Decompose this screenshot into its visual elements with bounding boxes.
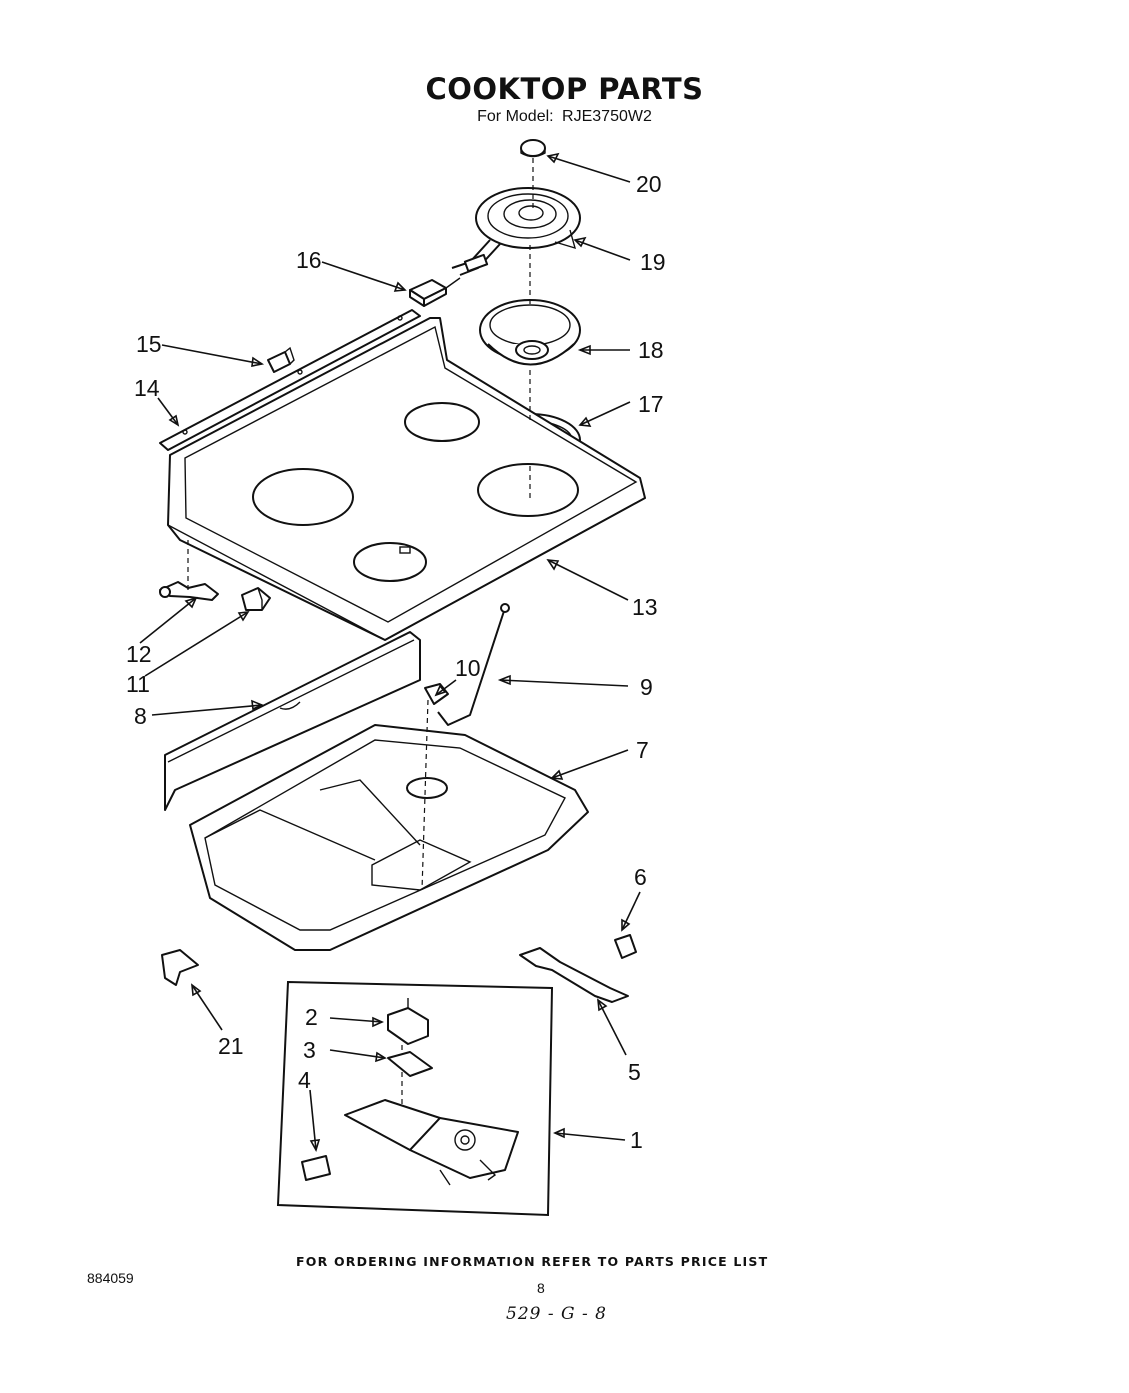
part-6-clip xyxy=(614,934,637,959)
part-8-panel xyxy=(164,631,421,811)
callout-20: 20 xyxy=(636,171,662,197)
callout-18: 18 xyxy=(638,337,664,363)
part-9-rod xyxy=(437,603,510,726)
callout-5: 5 xyxy=(628,1059,641,1085)
callout-14: 14 xyxy=(134,375,160,401)
callout-8: 8 xyxy=(134,703,147,729)
part-5-bracket xyxy=(519,947,629,1003)
callout-11: 11 xyxy=(126,671,150,697)
callout-12: 12 xyxy=(126,641,152,667)
callout-3: 3 xyxy=(303,1037,316,1063)
part-7-burner-box xyxy=(189,724,589,951)
leader-lines xyxy=(139,152,641,1153)
callout-1: 1 xyxy=(630,1127,643,1153)
part-16-terminal-block xyxy=(409,277,461,307)
part-15-clip xyxy=(267,346,295,373)
callout-17: 17 xyxy=(638,391,664,417)
part-2-switch xyxy=(387,998,429,1045)
callout-6: 6 xyxy=(634,864,647,890)
page-title: COOKTOP PARTS xyxy=(425,72,704,106)
callout-21: 21 xyxy=(218,1033,244,1059)
callout-4: 4 xyxy=(298,1067,311,1093)
part-14-rear-trim xyxy=(159,309,421,451)
part-18-drip-bowl xyxy=(479,299,581,366)
model-line: For Model: RJE3750W2 xyxy=(0,108,1129,126)
part-11-bracket xyxy=(241,587,271,611)
alignment-lines xyxy=(187,158,534,1115)
part-12-connector xyxy=(159,581,219,601)
part-21-bracket xyxy=(161,949,199,986)
ordering-note: FOR ORDERING INFORMATION REFER TO PARTS … xyxy=(296,1254,769,1269)
model-number: RJE3750W2 xyxy=(562,108,652,125)
handwritten-code: 529 - G - 8 xyxy=(506,1304,607,1324)
model-prefix: For Model: xyxy=(477,108,554,125)
callout-9: 9 xyxy=(640,674,653,700)
part-19-surface-element xyxy=(451,187,581,276)
callout-13: 13 xyxy=(632,594,658,620)
callout-19: 19 xyxy=(640,249,666,275)
switch-assembly-box xyxy=(276,980,554,1217)
part-13-cooktop xyxy=(167,317,646,641)
part-4-label xyxy=(301,1155,331,1181)
callout-7: 7 xyxy=(636,737,649,763)
document-number: 884059 xyxy=(87,1270,134,1286)
callout-16: 16 xyxy=(296,247,322,273)
part-20-cap xyxy=(520,139,546,158)
callout-15: 15 xyxy=(136,331,162,357)
callout-2: 2 xyxy=(305,1004,318,1030)
page-number: 8 xyxy=(537,1280,545,1296)
callout-10: 10 xyxy=(455,655,481,681)
part-1-infinite-switch xyxy=(344,1099,519,1186)
part-3-plate xyxy=(387,1051,433,1077)
